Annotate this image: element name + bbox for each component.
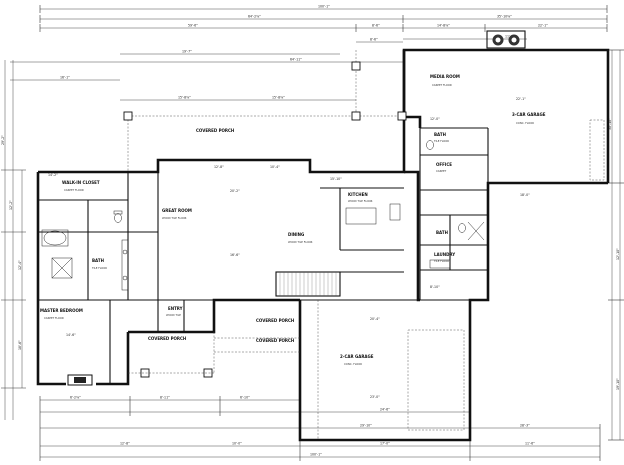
label-bath-2: BATH bbox=[434, 132, 446, 137]
label-entry: ENTRY bbox=[168, 306, 183, 311]
svg-text:14'-2": 14'-2" bbox=[48, 173, 58, 177]
dim-top-right: 35'-10⅜" bbox=[497, 15, 512, 19]
label-covered-porch-front: COVERED PORCH bbox=[148, 336, 186, 341]
label-covered-porch-mid: COVERED PORCH bbox=[256, 318, 294, 323]
label-master-bedroom: MASTER BEDROOM bbox=[40, 308, 83, 313]
dim-row2-right: 14'-8⅝" bbox=[437, 24, 450, 28]
dim-bottom-c: 6'-10" bbox=[240, 396, 250, 400]
svg-text:20'-4": 20'-4" bbox=[370, 317, 380, 321]
label-kitchen-sub: WOOD TILE FLOOR bbox=[348, 199, 373, 203]
dim-overall-top: 100'-1" bbox=[318, 5, 330, 9]
label-two-car-garage: 2-CAR GARAGE bbox=[340, 354, 374, 359]
svg-text:12'-8": 12'-8" bbox=[120, 442, 130, 446]
label-laundry-sub: TILE FLOOR bbox=[434, 259, 449, 263]
dim-right-total: 30'-10" bbox=[608, 118, 612, 130]
svg-text:22'-1": 22'-1" bbox=[516, 97, 526, 101]
bottom-dimension-lines: 6'-2⅜" 8'-11" 6'-10" 24'-6" 100'-1" 12'-… bbox=[39, 396, 601, 461]
label-laundry: LAUNDRY bbox=[434, 252, 455, 257]
exterior-walls bbox=[36, 48, 610, 442]
dim-bottom-overall: 100'-1" bbox=[310, 453, 322, 457]
interior-dimensions: 14'-2" 12'-8" 10'-4" 15'-10" 20'-2" 16'-… bbox=[48, 97, 530, 399]
label-two-car-garage-sub: CONC. FLOOR bbox=[344, 362, 362, 366]
left-dimension-lines: 29'-2" 12'-2" 12'-4" 18'-6" bbox=[1, 60, 26, 420]
dim-top-left: 64'-2⅝" bbox=[248, 15, 261, 19]
label-office-sub: CARPET bbox=[436, 169, 447, 173]
svg-text:11'-6": 11'-6" bbox=[525, 442, 535, 446]
svg-text:8'-6": 8'-6" bbox=[370, 38, 378, 42]
svg-text:12'-8": 12'-8" bbox=[214, 165, 224, 169]
label-walkin-closet-sub: CARPET FLOOR bbox=[64, 188, 84, 192]
svg-text:12'-4": 12'-4" bbox=[18, 260, 22, 270]
svg-text:12'-10": 12'-10" bbox=[616, 248, 620, 260]
label-media-room-sub: CARPET FLOOR bbox=[432, 83, 452, 87]
room-labels: MEDIA ROOM CARPET FLOOR 3-CAR GARAGE CON… bbox=[40, 74, 546, 366]
right-dimension-lines: 30'-10" 12'-10" 19'-10" bbox=[608, 49, 624, 441]
ac-units bbox=[486, 30, 526, 49]
dim-left-upper: 12'-2" bbox=[9, 200, 13, 210]
svg-text:16'-6": 16'-6" bbox=[230, 253, 240, 257]
label-dining-sub: WOOD TILE FLOOR bbox=[288, 240, 313, 244]
dim-porch-span: 15'-8⅝" bbox=[178, 96, 191, 100]
svg-text:17'-0": 17'-0" bbox=[380, 442, 390, 446]
label-three-car-garage: 3-CAR GARAGE bbox=[512, 112, 546, 117]
label-bath-3: BATH bbox=[436, 230, 448, 235]
dim-left-total: 29'-2" bbox=[1, 135, 5, 145]
label-media-room: MEDIA ROOM bbox=[430, 74, 460, 79]
label-covered-porch-top: COVERED PORCH bbox=[196, 128, 234, 133]
svg-text:19'-7": 19'-7" bbox=[182, 50, 192, 54]
svg-text:10'-4": 10'-4" bbox=[270, 165, 280, 169]
label-three-car-garage-sub: CONC. FLOOR bbox=[516, 121, 534, 125]
svg-text:64'-11": 64'-11" bbox=[290, 58, 302, 62]
dim-bottom-d: 24'-6" bbox=[380, 408, 390, 412]
svg-text:15'-10": 15'-10" bbox=[330, 177, 342, 181]
dim-row2-far-right: 22'-1" bbox=[538, 24, 548, 28]
svg-text:18'-0": 18'-0" bbox=[520, 193, 530, 197]
label-bath-master: BATH bbox=[92, 258, 104, 263]
label-bath-master-sub: TILE FLOOR bbox=[92, 266, 107, 270]
dim-garage-width: 29'-10" bbox=[360, 424, 372, 428]
top-dimension-lines: 100'-1" 64'-2⅝" 35'-10⅜" 59'-6" 8'-6" 14… bbox=[10, 5, 608, 101]
dim-right-lower: 19'-10" bbox=[616, 378, 620, 390]
label-entry-sub: WOOD TILE bbox=[166, 313, 181, 317]
svg-text:12'-0": 12'-0" bbox=[430, 117, 440, 121]
dim-garage-right: 28'-3" bbox=[520, 424, 530, 428]
label-kitchen: KITCHEN bbox=[348, 192, 368, 197]
interior-walls bbox=[38, 127, 489, 384]
svg-text:18'-6": 18'-6" bbox=[18, 340, 22, 350]
label-great-room: GREAT ROOM bbox=[162, 208, 192, 213]
svg-text:23'-0": 23'-0" bbox=[370, 395, 380, 399]
label-dining: DINING bbox=[288, 232, 304, 237]
dim-porch-left: 16'-1" bbox=[60, 76, 70, 80]
dim-row2-mid: 8'-6" bbox=[372, 24, 380, 28]
label-office: OFFICE bbox=[436, 162, 452, 167]
porch-structure bbox=[123, 50, 407, 378]
label-walkin-closet: WALK-IN CLOSET bbox=[62, 180, 100, 185]
svg-text:14'-6": 14'-6" bbox=[66, 333, 76, 337]
dim-bottom-a: 6'-2⅜" bbox=[70, 396, 81, 400]
svg-text:8'-10": 8'-10" bbox=[430, 285, 440, 289]
label-covered-porch-low: COVERED PORCH bbox=[256, 338, 294, 343]
dim-row2-left: 59'-6" bbox=[188, 24, 198, 28]
svg-text:10'-0": 10'-0" bbox=[232, 442, 242, 446]
dim-bottom-b: 8'-11" bbox=[160, 396, 170, 400]
garage-doors bbox=[317, 119, 605, 440]
dim-porch-right: 15'-8⅝" bbox=[272, 96, 285, 100]
svg-text:20'-2": 20'-2" bbox=[230, 189, 240, 193]
label-great-room-sub: WOOD TILE FLOOR bbox=[162, 216, 187, 220]
fixtures bbox=[41, 140, 485, 386]
label-master-bedroom-sub: CARPET FLOOR bbox=[44, 316, 64, 320]
label-bath-2-sub: TILE FLOOR bbox=[434, 139, 449, 143]
